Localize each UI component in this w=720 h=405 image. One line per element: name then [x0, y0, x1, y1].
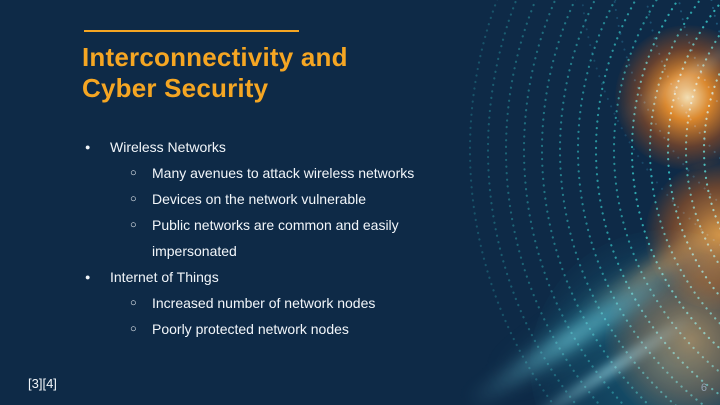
title-accent-line — [84, 30, 299, 32]
page-number: 6 — [700, 382, 707, 394]
list-item: ○ Many avenues to attack wireless networ… — [130, 160, 475, 186]
bullet-circle-icon: ○ — [130, 323, 137, 335]
list-item-text: Poorly protected network nodes — [152, 321, 349, 337]
bullet-circle-icon: ○ — [130, 219, 137, 231]
bullet-dot-icon: ● — [85, 142, 91, 152]
list-item-text: Wireless Networks — [110, 139, 226, 155]
bullet-list: ● Wireless Networks ○ Many avenues to at… — [85, 134, 475, 342]
list-item: ● Internet of Things — [85, 264, 475, 290]
bullet-circle-icon: ○ — [130, 167, 137, 179]
list-item-text: Increased number of network nodes — [152, 295, 376, 311]
list-item: ○ Increased number of network nodes — [130, 290, 475, 316]
list-item-text: Many avenues to attack wireless networks — [152, 165, 415, 181]
list-item: ○ Poorly protected network nodes — [130, 316, 475, 342]
citation: [3][4] — [28, 376, 57, 391]
slide-title: Interconnectivity and Cyber Security — [82, 42, 348, 104]
bullet-dot-icon: ● — [85, 272, 91, 282]
list-item-text: Internet of Things — [110, 269, 219, 285]
bullet-circle-icon: ○ — [130, 297, 137, 309]
slide-title-line-2: Cyber Security — [82, 73, 269, 103]
list-item: ○ Devices on the network vulnerable — [130, 186, 475, 212]
list-item: ○ Public networks are common and easily … — [130, 212, 475, 264]
list-item-text: Devices on the network vulnerable — [152, 191, 367, 207]
slide-title-line-1: Interconnectivity and — [82, 42, 348, 72]
list-item: ● Wireless Networks — [85, 134, 475, 160]
bullet-circle-icon: ○ — [130, 193, 137, 205]
list-item-text: Public networks are common and easily im… — [152, 217, 399, 259]
